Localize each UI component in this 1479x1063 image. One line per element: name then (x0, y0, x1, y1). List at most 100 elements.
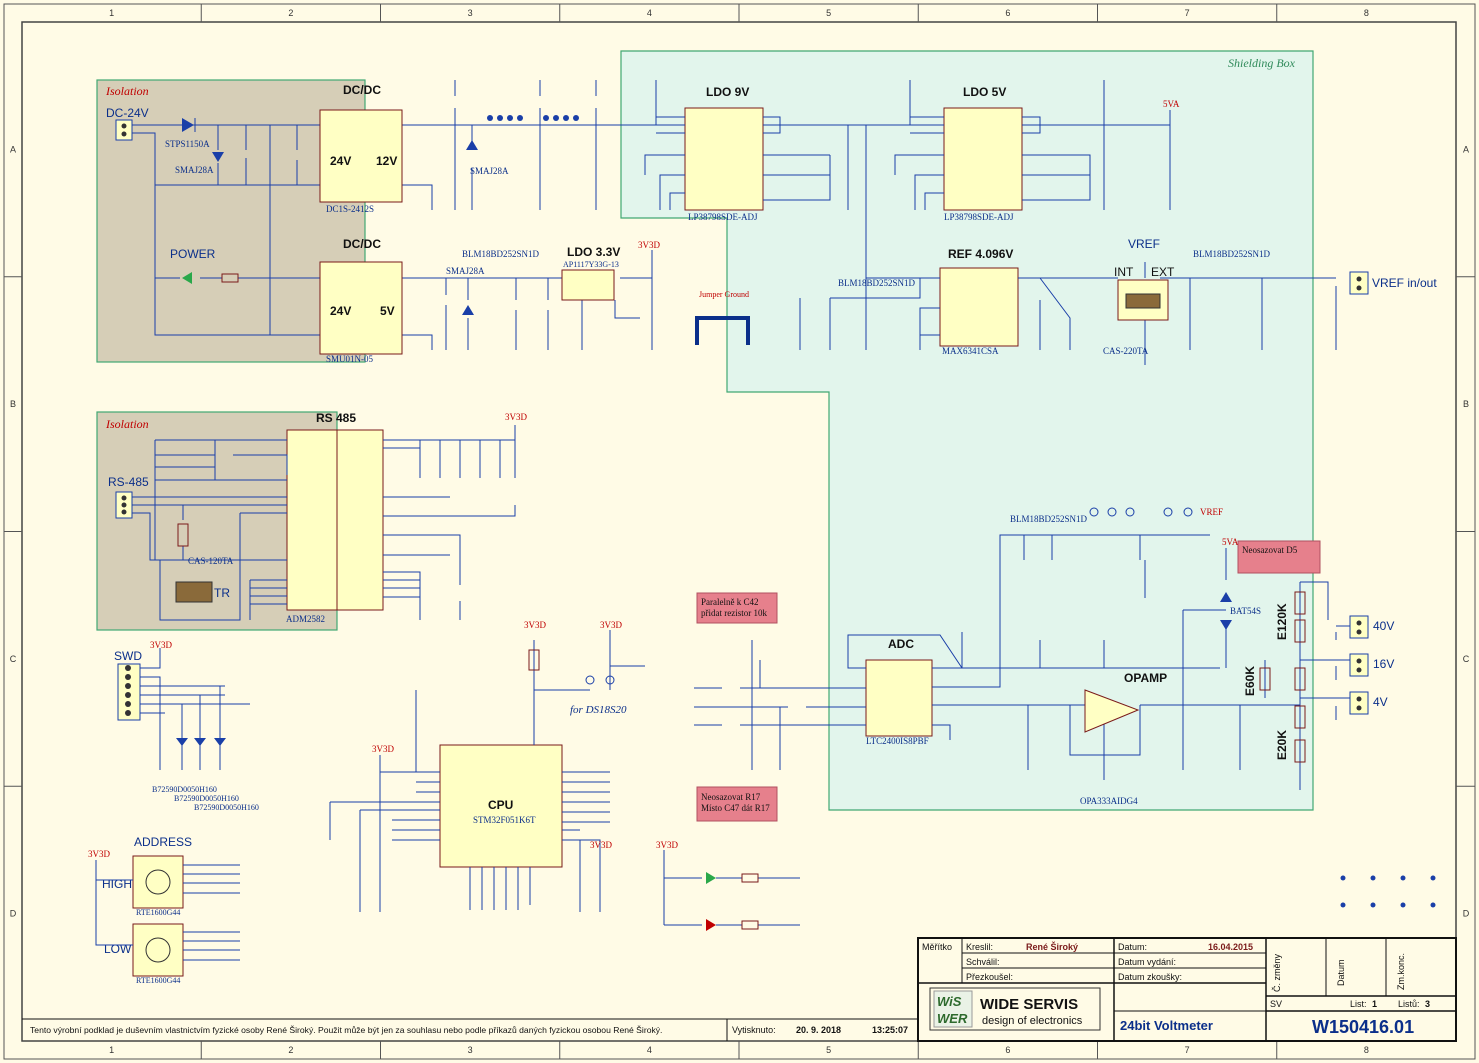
testpoints-tp1-tp5[interactable] (1089, 507, 1193, 517)
net-vref-adc: VREF (1200, 507, 1223, 517)
ldo5-header: LDO 5V (963, 85, 1006, 99)
k5-label: 16V (1373, 657, 1394, 671)
net-3v3d-swd: 3V3D (150, 640, 172, 650)
column-label-bottom: 1 (109, 1045, 114, 1055)
note-c42 (696, 592, 778, 624)
product-name: 24bit Voltmeter (1120, 1018, 1213, 1033)
copyright-note: Tento výrobní podklad je duševním vlastn… (30, 1025, 662, 1035)
swd-label: SWD (114, 649, 142, 663)
row-label-left: C (10, 654, 17, 664)
tvs-v1-v3 (176, 738, 226, 746)
ldo-wires (620, 80, 1171, 298)
u7-rs485-chip-right (336, 429, 384, 611)
sw2-part-label: CAS-120TA (188, 556, 234, 566)
column-label-top: 8 (1364, 8, 1369, 18)
sw4-address-low[interactable] (132, 923, 184, 977)
sw4-rotary-dial[interactable] (145, 937, 171, 963)
column-label-bottom: 5 (826, 1045, 831, 1055)
datum-value: 16.04.2015 (1208, 942, 1253, 952)
tl1-ferrite (487, 115, 523, 121)
rs485-connector-label: RS-485 (108, 475, 149, 489)
note-d5 (1237, 540, 1321, 574)
u4-input-voltage: 24V (330, 304, 351, 318)
k1-pin2 (121, 131, 127, 137)
u1-output-voltage: 12V (376, 154, 397, 168)
sw2-termination-switch[interactable] (175, 581, 213, 603)
datum-label: Datum: (1118, 942, 1147, 952)
datum-zkousky-label: Datum zkoušky: (1118, 972, 1182, 982)
row-label-right: C (1463, 654, 1470, 664)
datum-vydani-label: Datum vydání: (1118, 957, 1176, 967)
u4-dcdc-chip (319, 261, 403, 355)
schvalil-label: Schválil: (966, 957, 1000, 967)
tp6-testpoint[interactable] (585, 675, 595, 685)
ref-header: REF 4.096V (948, 247, 1013, 261)
d3-label: SMAJ28A (470, 166, 509, 176)
tl2-ferrite (543, 115, 579, 121)
e120k-label: E120K (1275, 603, 1289, 640)
u1-dcdc-chip (319, 109, 403, 203)
d4-label: SMAJ28A (446, 266, 485, 276)
row-label-right: D (1463, 909, 1470, 919)
d4-symbol (462, 305, 474, 315)
net-3v3d-address: 3V3D (88, 849, 110, 859)
power-label: POWER (170, 247, 216, 261)
tp7-testpoint[interactable] (605, 675, 615, 685)
sw1-part-label: CAS-220TA (1103, 346, 1149, 356)
k5-connector (1349, 653, 1369, 677)
u10-part-label: STM32F051K6T (473, 815, 536, 825)
ldo9-header: LDO 9V (706, 85, 749, 99)
net-5va-adc: 5VA (1222, 537, 1239, 547)
k6-pin1 (1356, 696, 1362, 702)
address-wires (95, 860, 240, 961)
u6-ldo33-chip (561, 269, 615, 301)
u3-ldo5-chip (943, 107, 1023, 211)
r6-resistor (221, 273, 239, 283)
column-label-top: 6 (1005, 8, 1010, 18)
document-number: W150416.01 (1312, 1017, 1414, 1037)
k2-pin2 (1356, 285, 1362, 291)
d1-label: STPS1150A (165, 139, 210, 149)
u4-part-label: SMU01N-05 (326, 354, 374, 364)
d5-lower (1220, 620, 1232, 630)
d2-label: SMAJ28A (175, 165, 214, 175)
note-c42-line1: Paralelně k C42 (701, 597, 759, 607)
ds18-note: for DS18S20 (570, 704, 627, 716)
k6-pin2 (1356, 705, 1362, 711)
vytisknuto-time: 13:25:07 (872, 1025, 908, 1035)
k1-connector (115, 119, 133, 141)
tr-label: TR (214, 586, 230, 600)
sv-label: SV (1270, 999, 1282, 1009)
sw3-rotary-dial[interactable] (145, 869, 171, 895)
list-value: 1 (1372, 999, 1377, 1009)
d5-part-label: BAT54S (1230, 606, 1261, 616)
k7-pins (125, 665, 131, 716)
v2-part-label: B72590D0050H160 (174, 794, 239, 803)
column-label-top: 1 (109, 8, 114, 18)
sw3-address-high[interactable] (132, 855, 184, 909)
led3-red (706, 919, 716, 931)
jumper-ground[interactable] (695, 316, 750, 345)
k6-label: 4V (1373, 695, 1388, 709)
column-label-bottom: 3 (468, 1045, 473, 1055)
dcdc-header-1: DC/DC (343, 83, 381, 97)
column-label-top: 2 (288, 8, 293, 18)
l4-bead-label: BLM18BD252SN1D (1010, 514, 1088, 524)
isolation-label-top: Isolation (105, 84, 149, 98)
sw1-lever[interactable] (1125, 293, 1161, 309)
adc-header: ADC (888, 637, 914, 651)
power-led-symbol (182, 272, 192, 284)
k4-label: 40V (1373, 619, 1394, 633)
v1-part-label: B72590D0050H160 (152, 785, 217, 794)
ref-wires (799, 262, 1337, 365)
fiducials (1340, 875, 1436, 908)
column-label-bottom: 4 (647, 1045, 652, 1055)
net-3v3d-cpu3: 3V3D (372, 744, 394, 754)
adc-wires (694, 534, 1350, 790)
kreslil-label: Kreslil: (966, 942, 993, 952)
opamp-header: OPAMP (1124, 671, 1167, 685)
row-label-right: A (1463, 144, 1469, 154)
k2-pin1 (1356, 276, 1362, 282)
company-sub: design of electronics (982, 1015, 1083, 1027)
